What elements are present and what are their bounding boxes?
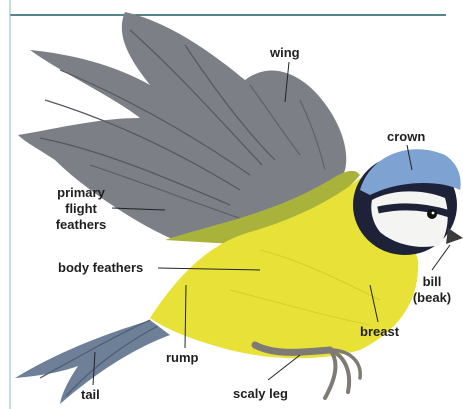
label-breast: breast — [360, 324, 399, 340]
label-bill-line-1: bill — [406, 274, 458, 290]
label-rump: rump — [166, 350, 199, 366]
label-body-feathers: body feathers — [58, 260, 143, 276]
label-primary-line-2: flight — [50, 201, 112, 217]
label-primary-line-3: feathers — [50, 217, 112, 233]
label-wing: wing — [270, 45, 300, 61]
label-crown: crown — [387, 129, 425, 145]
label-tail: tail — [81, 387, 100, 403]
label-primary-flight-feathers: primary flight feathers — [50, 185, 112, 233]
label-scaly-leg: scaly leg — [233, 386, 288, 402]
label-bill: bill (beak) — [406, 274, 458, 306]
scaly-leg-leader — [268, 355, 300, 380]
head-shape — [353, 149, 461, 255]
bill-shape — [446, 228, 463, 244]
label-bill-line-2: (beak) — [406, 290, 458, 306]
bill-leader — [432, 245, 450, 270]
label-primary-line-1: primary — [50, 185, 112, 201]
